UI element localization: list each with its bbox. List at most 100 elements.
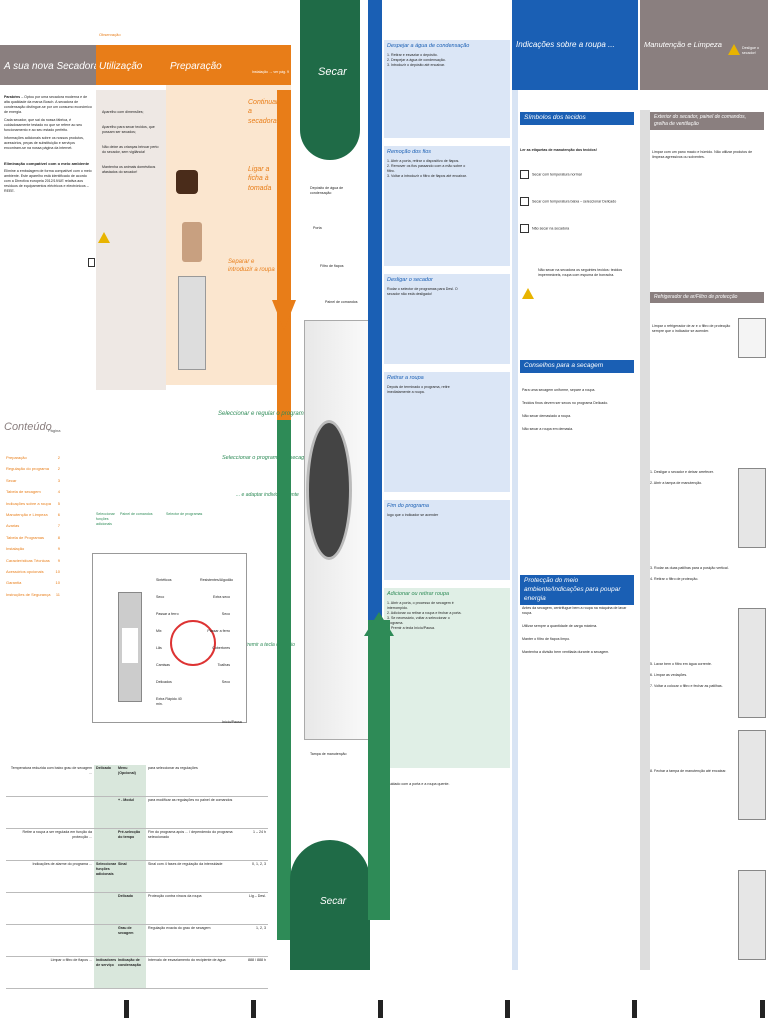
contents-label: Secar [6, 477, 17, 483]
contents-item[interactable]: Manutenção e Limpeza 6 [6, 512, 60, 517]
contents-item[interactable]: Instruções de Segurança 11 [6, 592, 60, 597]
select-step-3: Premir a tecla de início [244, 642, 295, 648]
program-label[interactable]: Extra seco [213, 595, 230, 600]
maint-image-2 [738, 468, 766, 548]
table-row: Retire a roupa a ser regulada em função … [6, 829, 268, 861]
fabric-symbol: Secar com temperatura normal [520, 170, 634, 179]
col4-section: Adicionar ou retirar roupa 1. Abrir a por… [384, 588, 510, 768]
program-label[interactable]: Cobertores [212, 646, 230, 651]
fabric-symbol-text: Não secar na secadora [532, 226, 570, 231]
control-panel [92, 553, 247, 723]
maintenance-step: 8. Fechar a tampa de manutenção até enca… [650, 769, 727, 774]
col5-eco: Antes da secagem, centrifugue bem a roup… [522, 606, 634, 663]
list-item: Tecidos finos devem ser secos no program… [522, 401, 609, 406]
bullet-item: Aparelho com dimensões; [102, 110, 144, 114]
maint-image-3 [738, 608, 766, 718]
contents-page: 4 [57, 489, 60, 495]
prep-header [166, 45, 291, 85]
col3-label-3: Painel de comandos [325, 300, 358, 304]
table-cell-info: Regulação exacta do grau de secagem [148, 926, 211, 930]
col6-side-strip [640, 110, 650, 970]
col4-section-text: logo que o indicador se acender [387, 513, 439, 518]
list-item: Antes da secagem, centrifugue bem a roup… [522, 606, 627, 616]
contents-label: Garantia [6, 580, 22, 586]
program-label[interactable]: Passar a ferro [207, 629, 230, 634]
dryer-door[interactable] [306, 420, 352, 560]
table-cell-label: Delicado [116, 893, 146, 924]
program-label[interactable]: Lãs [156, 646, 162, 651]
program-dial[interactable] [170, 620, 216, 666]
fabric-care-icon [520, 224, 529, 233]
prep-step-3: Separar e introduzir a roupa [228, 259, 275, 274]
panel-label-1: Seleccionar funções adicionais [96, 512, 115, 526]
contents-label: Regulação do programa [6, 466, 49, 472]
program-label[interactable]: Passar a ferro [156, 612, 179, 617]
table-cell-desc: Limpar o filtro de fiapos ... [50, 958, 92, 962]
col3-title: Secar [318, 66, 347, 78]
contents-page: 11 [55, 591, 60, 597]
table-cell-label: + - Modul [116, 797, 146, 828]
bullet-item: Não deixe as crianças brincar perto do s… [102, 145, 159, 155]
col4-section-title: Despejar a água de condensação [387, 43, 470, 49]
program-label[interactable]: Extra Rápido 40 min. [156, 697, 182, 707]
program-label[interactable]: Sintéticos [156, 578, 172, 582]
col4-section-title: Adicionar ou retirar roupa [387, 591, 450, 597]
table-cell-info: Sinal com 4 fases de regulação da intens… [148, 862, 223, 866]
list-item: Mantenha a divisão bem ventilada durante… [522, 650, 610, 655]
maint-image-5 [738, 870, 766, 960]
col4-section-text: 1. Abrir a porta, o processo de secagem … [387, 601, 462, 630]
list-item: Manter o filtro de fiapos limpo. [522, 637, 571, 642]
contents-item[interactable]: Secar 3 [6, 478, 60, 483]
contents-item[interactable]: Garantia 10 [6, 580, 60, 585]
intro-text-2: Cada secador, que sai da nossa fábrica, … [4, 118, 83, 133]
program-label[interactable]: Seco [221, 612, 230, 617]
contents-page: 3 [57, 477, 60, 483]
col2-tab-small: Observação [99, 32, 121, 37]
table-cell-key [94, 925, 116, 956]
contents-page: 6 [57, 511, 60, 517]
table-row: Limpar o filtro de fiapos ...Indicadores… [6, 957, 268, 989]
contents-page: 2 [57, 466, 60, 472]
page-number [251, 1000, 256, 1018]
program-label[interactable]: Delicados [156, 680, 172, 685]
col6-title: Manutenção e Limpeza [644, 40, 722, 49]
green-band [277, 420, 291, 940]
col1-title: A sua nova Secadora [4, 61, 100, 72]
program-label[interactable]: Toalhas [217, 663, 230, 668]
contents-label: Indicações sobre a roupa [6, 500, 51, 506]
program-label[interactable]: Resistentes/Algodão [200, 578, 233, 582]
maint-image-1 [738, 318, 766, 358]
program-label[interactable]: Seco [156, 595, 165, 600]
program-label[interactable]: Camisas [156, 663, 170, 668]
col5-sub2: Conselhos para a secagem [520, 360, 634, 373]
contents-label: Avarias [6, 523, 20, 529]
intro-text: – Optou por uma secadora moderna e de al… [4, 95, 92, 115]
contents-title: Conteúdo [4, 421, 52, 433]
program-label[interactable]: Seco [221, 680, 230, 685]
contents-label: Manutenção e Limpeza [6, 511, 48, 517]
col6-header-note-icon [728, 44, 740, 55]
col5-tips: Para uma secagem uniforme, separe a roup… [522, 388, 634, 440]
contents-label: Instruções de Segurança [6, 591, 51, 597]
table-cell-desc [6, 925, 94, 956]
start-button[interactable]: Início/Pausa [222, 720, 242, 725]
contents-page: 10 [55, 580, 60, 586]
contents-item[interactable]: Regulação do programa 2 [6, 466, 60, 471]
page-number [505, 1000, 510, 1018]
col6-sub2: Refrigerador de ar/Filtro de protecção [650, 292, 764, 303]
contents-page: 8 [57, 534, 60, 540]
program-label[interactable]: Mix [156, 629, 162, 634]
contents-label: Instalação [6, 546, 25, 552]
